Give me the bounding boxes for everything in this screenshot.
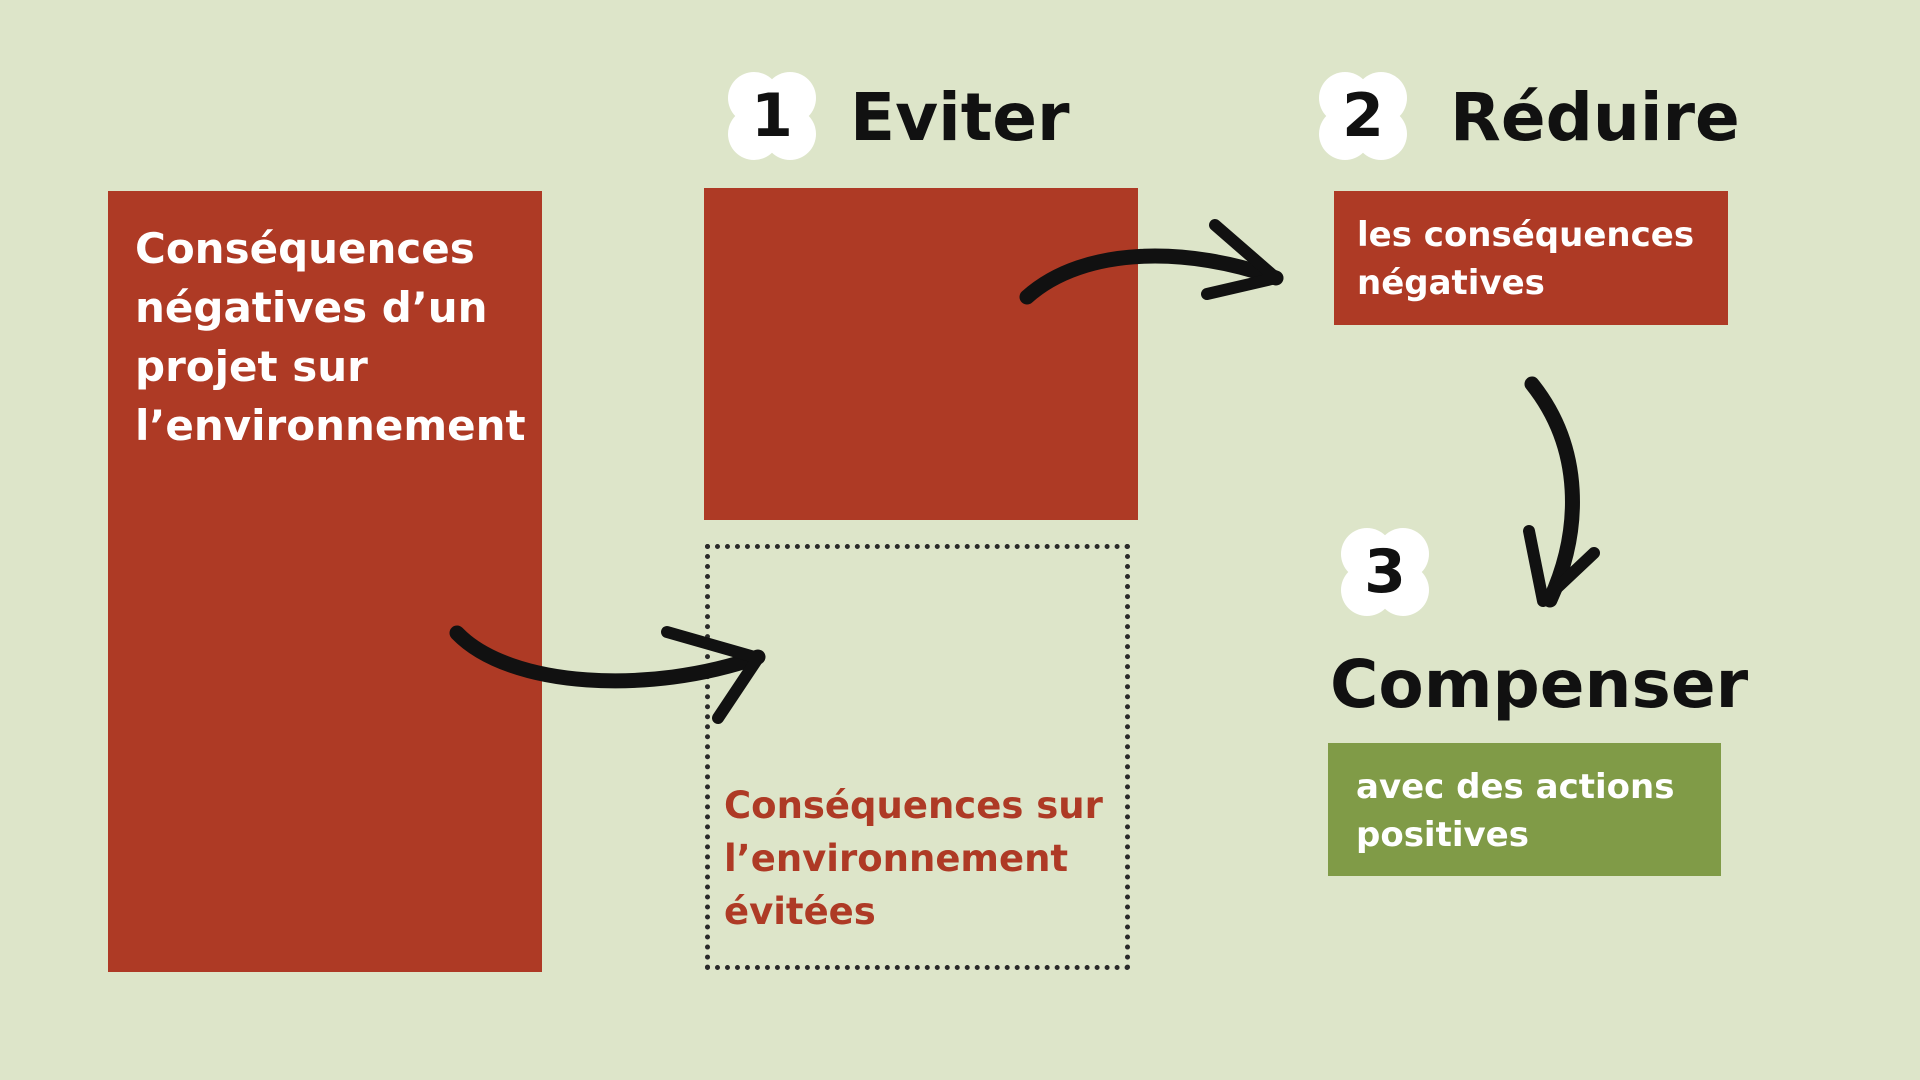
reduce-block: les conséquences négatives xyxy=(1334,191,1728,325)
compensate-line-2: positives xyxy=(1356,815,1529,855)
main-line-1: Conséquences xyxy=(135,224,475,273)
compensate-line-1: avec des actions xyxy=(1356,767,1675,807)
reduce-line-2: négatives xyxy=(1357,263,1545,303)
step-3-number: 3 xyxy=(1364,537,1406,607)
main-consequences-block: Conséquences négatives d’un projet sur l… xyxy=(108,191,542,972)
clover-badge-icon xyxy=(1341,528,1429,616)
step-1-title: Eviter xyxy=(850,79,1070,156)
main-line-4: l’environnement xyxy=(135,401,526,450)
avoided-consequences-box xyxy=(705,544,1130,970)
avoided-line-2: l’environnement xyxy=(724,837,1069,880)
step-2-title: Réduire xyxy=(1450,79,1740,156)
step-1-badge: 1 xyxy=(724,68,820,164)
compensate-block: avec des actions positives xyxy=(1328,743,1721,876)
arrow-to-compensate-icon xyxy=(1523,376,1600,608)
main-line-2: négatives d’un xyxy=(135,283,488,332)
clover-badge-icon xyxy=(728,72,816,160)
avoid-block xyxy=(704,188,1138,520)
step-1-number: 1 xyxy=(751,81,793,151)
reduce-line-1: les conséquences xyxy=(1357,215,1695,255)
step-2-number: 2 xyxy=(1342,81,1384,151)
step-2-badge: 2 xyxy=(1315,68,1411,164)
avoided-line-1: Conséquences sur xyxy=(724,784,1103,827)
step-3-badge: 3 xyxy=(1337,524,1433,620)
main-line-3: projet sur xyxy=(135,342,368,391)
clover-badge-icon xyxy=(1319,72,1407,160)
avoided-line-3: évitées xyxy=(724,890,876,933)
avoided-consequences-text: Conséquences sur l’environnement évitées xyxy=(724,779,1124,938)
step-3-title: Compenser xyxy=(1330,646,1749,723)
